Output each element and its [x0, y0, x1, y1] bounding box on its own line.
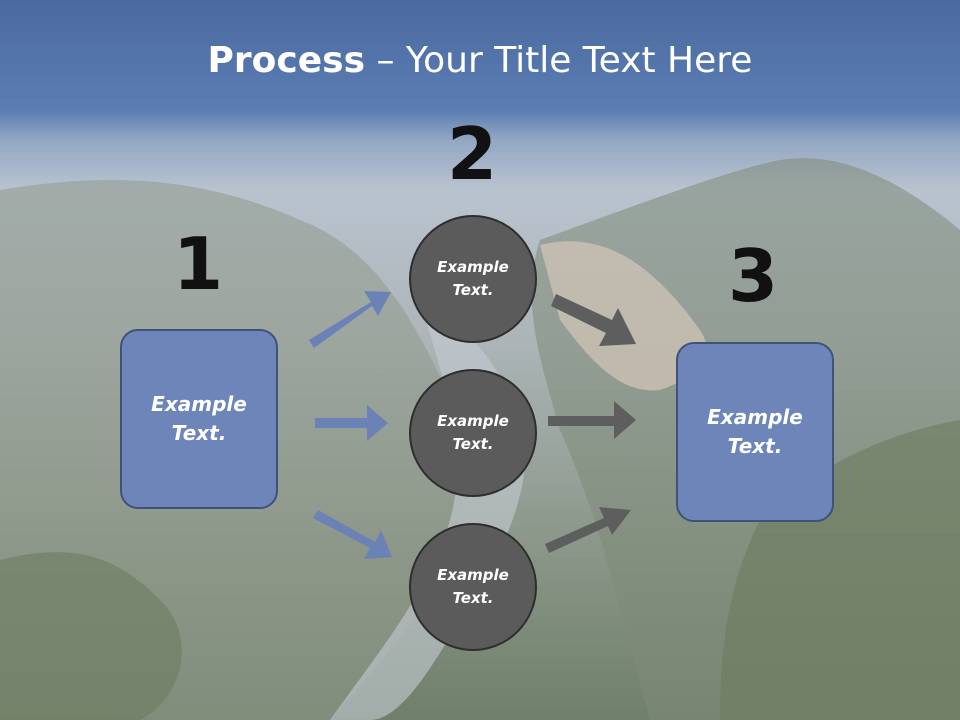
step-1-text: Example Text. [151, 392, 247, 445]
step-number-1: 1 [172, 222, 224, 306]
step-number-3: 3 [727, 234, 779, 318]
circle-bottom-text: Example Text. [437, 566, 509, 607]
title-rest: – Your Title Text Here [365, 40, 753, 81]
circle-top-text: Example Text. [437, 258, 509, 299]
step-3-text: Example Text. [707, 405, 803, 458]
step-2-circle-bottom: Example Text. [409, 523, 537, 651]
arrow-down-right-1 [313, 510, 392, 559]
arrow-up-right-1 [309, 291, 391, 348]
step-2-circle-top: Example Text. [409, 215, 537, 343]
title-bold: Process [207, 40, 366, 81]
step-2-circle-middle: Example Text. [409, 369, 537, 497]
step-number-2: 2 [446, 112, 498, 196]
slide-title: Process – Your Title Text Here [0, 40, 960, 81]
step-1-box: Example Text. [120, 329, 278, 509]
arrow-down-right-2 [551, 294, 636, 346]
arrow-right-2 [548, 401, 636, 439]
arrow-up-right-2 [545, 507, 631, 553]
arrow-right-1 [315, 405, 388, 441]
step-3-box: Example Text. [676, 342, 834, 522]
circle-middle-text: Example Text. [437, 412, 509, 453]
